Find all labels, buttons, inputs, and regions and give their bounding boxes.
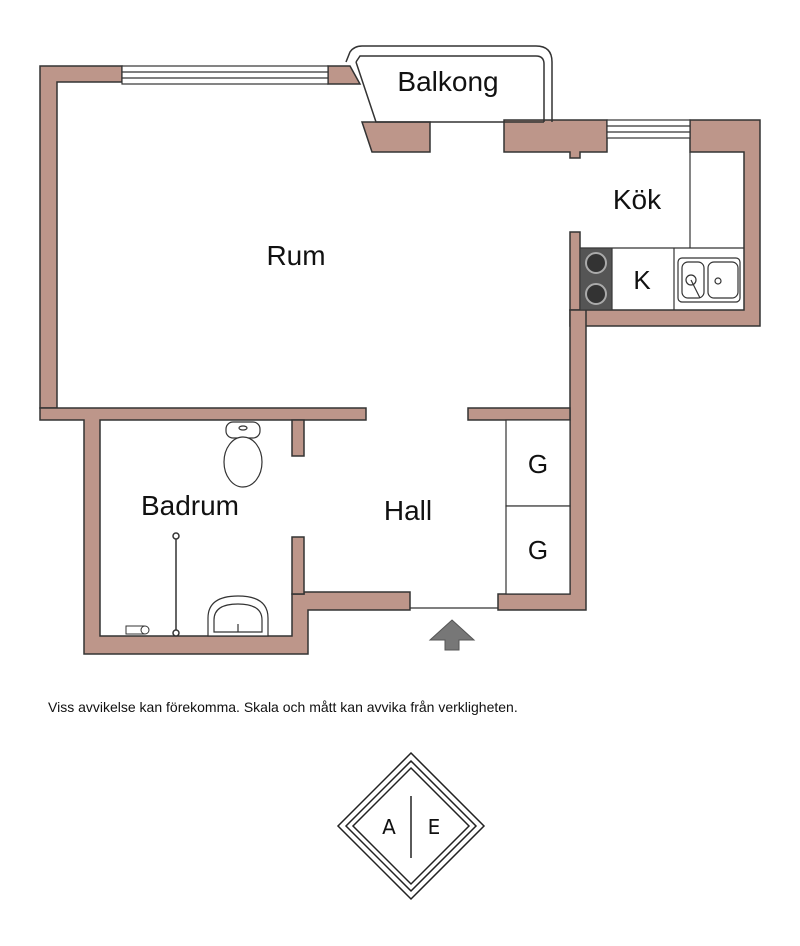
washbasin bbox=[207, 595, 269, 637]
logo-letter-right: E bbox=[428, 815, 441, 839]
wall-bath-partition-bottom bbox=[291, 536, 305, 595]
wall-kitchen-stub bbox=[569, 231, 581, 311]
wardrobes bbox=[505, 419, 571, 595]
wardrobe-label-2: G bbox=[528, 535, 548, 565]
toilet bbox=[223, 421, 263, 488]
wall-north-kitchen bbox=[503, 119, 608, 159]
hall-label: Hall bbox=[384, 495, 432, 526]
wall-rum-north-east bbox=[327, 65, 362, 85]
wardrobe-label-1: G bbox=[528, 449, 548, 479]
walls bbox=[39, 65, 761, 655]
kitchen-sink bbox=[677, 257, 741, 303]
disclaimer-text: Viss avvikelse kan förekomma. Skala och … bbox=[48, 699, 518, 715]
wall-rum-hall-right bbox=[467, 407, 571, 421]
balcony-label: Balkong bbox=[397, 66, 498, 97]
logo-letter-left: A bbox=[382, 815, 396, 839]
stove-label: K bbox=[633, 265, 651, 295]
bathroom-label: Badrum bbox=[141, 490, 239, 521]
agency-logo bbox=[336, 751, 486, 901]
wall-rum-west bbox=[39, 65, 123, 409]
shower bbox=[125, 532, 180, 637]
living-room-label: Rum bbox=[266, 240, 325, 271]
wall-balcony-jamb-left bbox=[360, 121, 431, 153]
balcony bbox=[345, 45, 553, 123]
window-rum bbox=[121, 65, 329, 85]
entrance-arrow-icon bbox=[428, 619, 476, 651]
stove bbox=[579, 247, 613, 311]
window-kitchen bbox=[606, 119, 691, 139]
wall-bath-partition-top bbox=[291, 419, 305, 457]
kitchen-label: Kök bbox=[613, 184, 662, 215]
